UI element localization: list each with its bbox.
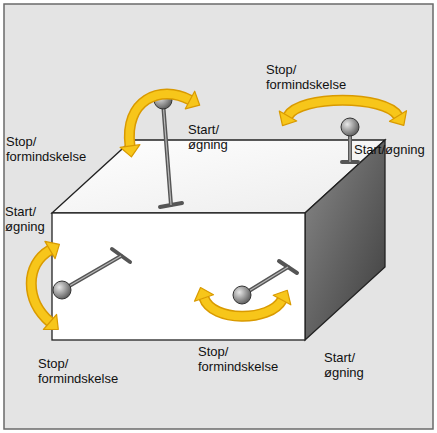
lever-knob: [53, 281, 71, 299]
arrow-head: [273, 290, 291, 305]
lever-label: Start/ øgning: [188, 122, 228, 152]
lever-label: Stop/ formindskelse: [198, 344, 278, 374]
arrow-body: [288, 100, 398, 116]
box-front-face: [52, 213, 305, 340]
lever-stick: [244, 267, 288, 294]
arrow-body: [204, 298, 282, 316]
arrow-body: [129, 94, 190, 146]
lever-label: Start/ øgning: [324, 350, 364, 380]
levers: [53, 91, 359, 304]
arrow-body: [31, 250, 50, 322]
lever-knob: [233, 286, 251, 304]
arrow-head: [185, 91, 199, 109]
panel-ground: [4, 4, 433, 429]
lever-label: Stop/ formindskelse: [38, 356, 118, 386]
arrow-outline: [31, 250, 50, 322]
arrow-outline: [129, 94, 190, 146]
arrow-outline: [288, 100, 398, 116]
arrow-head: [120, 145, 140, 157]
lever-stick: [163, 102, 171, 205]
lever-label: Stop/ formindskelse: [266, 62, 346, 92]
arrow-outline: [204, 298, 282, 316]
lever-label: Start/ øgning: [5, 204, 45, 234]
arrow-head: [43, 315, 58, 330]
arrow-head: [279, 111, 296, 126]
arrow-head: [390, 111, 407, 126]
lever-stick: [64, 256, 121, 289]
arrow-head: [45, 241, 60, 258]
lever-highlight: [64, 256, 121, 289]
lever-label: Stop/ formindskelse: [6, 134, 86, 164]
lever-highlight: [244, 267, 288, 294]
lever-highlight: [163, 102, 171, 205]
arrow-head: [195, 288, 214, 302]
lever-knob: [341, 118, 359, 136]
lever-label: Start/øgning: [354, 142, 425, 157]
motion-arrows: [31, 91, 406, 329]
box-side-face: [305, 140, 385, 340]
